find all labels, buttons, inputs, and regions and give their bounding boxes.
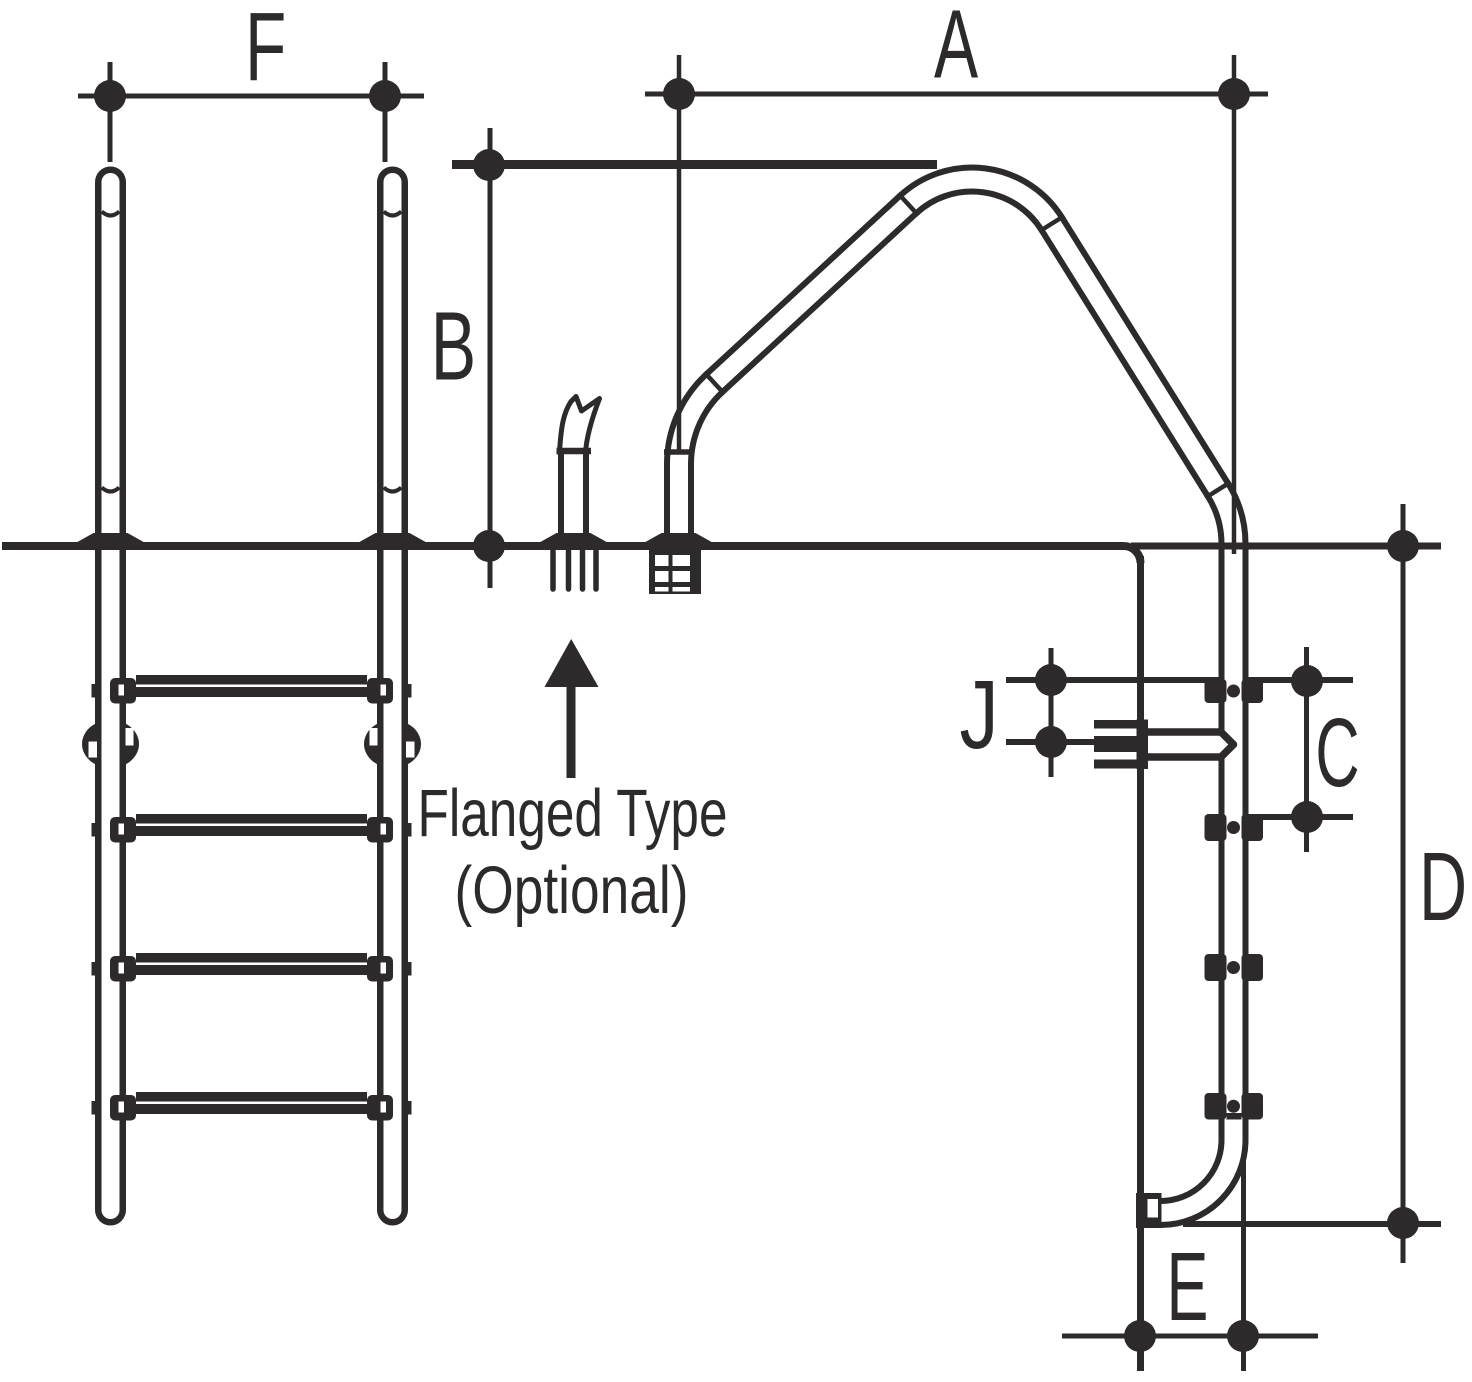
svg-text:F: F [245,0,286,101]
svg-text:(Optional): (Optional) [455,853,689,928]
svg-text:A: A [934,0,978,99]
svg-text:B: B [431,292,476,401]
svg-text:Flanged Type: Flanged Type [418,776,728,851]
svg-text:D: D [1419,832,1467,941]
svg-text:E: E [1167,1232,1209,1341]
svg-text:C: C [1315,698,1359,807]
svg-text:J: J [959,660,998,769]
